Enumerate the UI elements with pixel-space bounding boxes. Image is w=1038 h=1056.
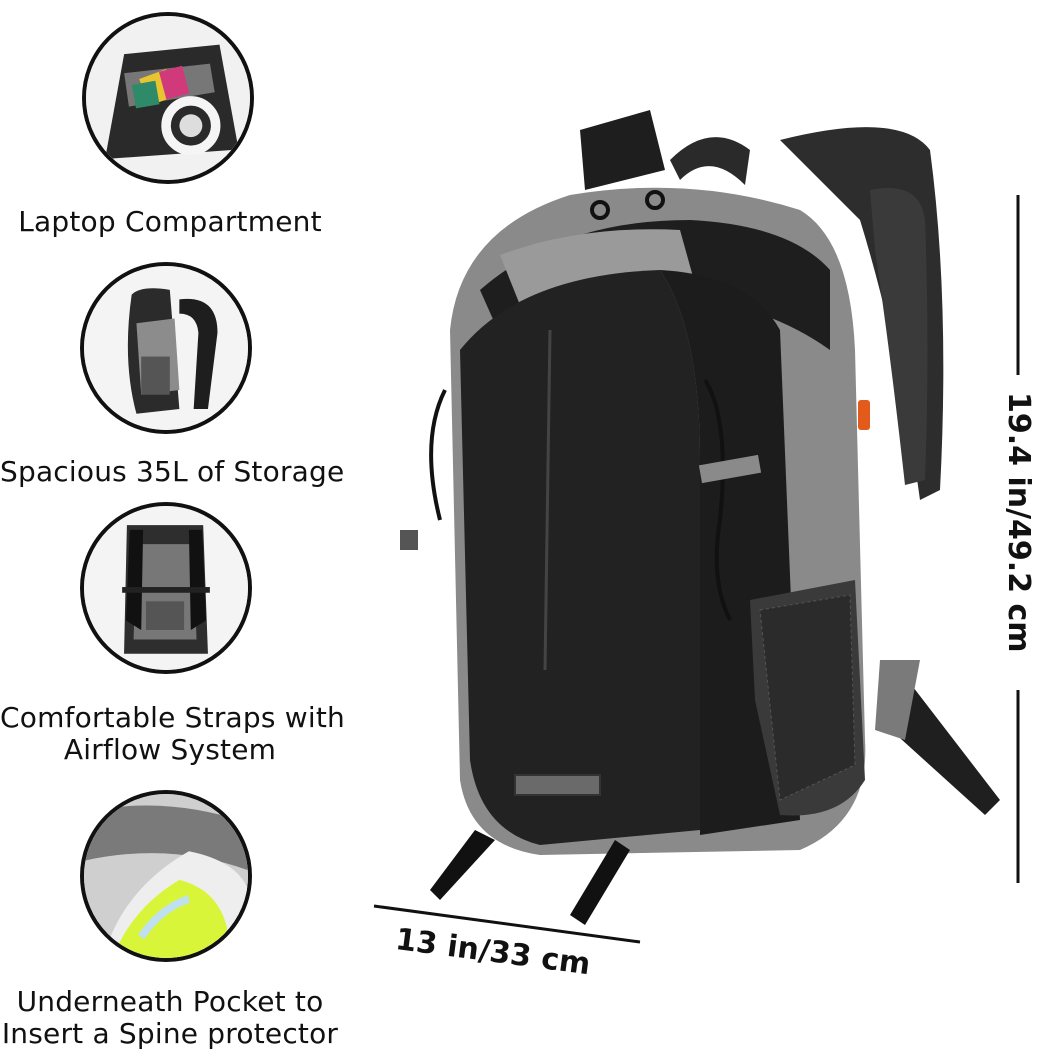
feature-caption-straps-line1: Comfortable Straps with [0,701,345,734]
feature-caption-straps-line2: Airflow System [63,733,277,766]
feature-caption-pocket-line2: Insert a Spine protector [1,1017,339,1050]
height-dimension-label: 19.4 in/49.2 cm [1001,392,1036,653]
laptop-compartment-image [82,12,254,184]
backpack-illustration [400,110,1000,925]
comfortable-straps-image [80,502,252,674]
underneath-pocket-image [80,790,252,962]
spacious-storage-image [80,262,252,434]
height-dimension-line [1016,195,1020,883]
feature-caption-laptop: Laptop Compartment [18,205,322,238]
feature-caption-storage: Spacious 35L of Storage [0,455,345,488]
feature-caption-pocket-line1: Underneath Pocket to [16,985,324,1018]
width-dimension-line [373,904,641,944]
